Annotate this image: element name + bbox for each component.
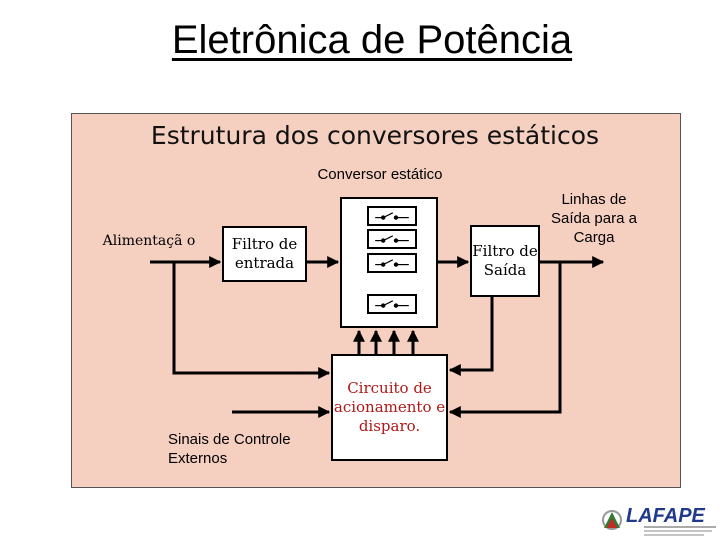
- switch-icon: [367, 294, 417, 314]
- switch-icon: [367, 206, 417, 226]
- converter-label: Conversor estático: [317, 166, 443, 183]
- switch-icon: [367, 229, 417, 249]
- drive-circuit-box: Circuito de acionamento e disparo.: [331, 354, 448, 461]
- output-label: Linhas de Saída para a Carga: [551, 191, 637, 246]
- switch-icon: [367, 253, 417, 273]
- output-filter-label: Filtro de Saída: [472, 242, 538, 279]
- lafape-logo-icon: LAFAPE: [602, 505, 716, 536]
- input-filter-box: Filtro de entrada: [222, 226, 307, 282]
- input-filter-label: Filtro de entrada: [231, 235, 298, 272]
- output-filter-box: Filtro de Saída: [470, 225, 540, 297]
- input-feedback-arrow: [172, 262, 331, 379]
- slide-title: Eletrônica de Potência: [171, 18, 573, 62]
- output-feedback-arrow: [448, 262, 562, 418]
- control-signals-label: Sinais de Controle Externos: [168, 431, 291, 467]
- drive-circuit-label: Circuito de acionamento e disparo.: [333, 379, 446, 435]
- diagram-title: Estrutura dos conversores estáticos: [150, 121, 600, 150]
- logo-text: LAFAPE: [626, 505, 706, 527]
- filter-feedback-arrow: [448, 297, 494, 376]
- input-label: Alimentaçã o: [102, 233, 196, 249]
